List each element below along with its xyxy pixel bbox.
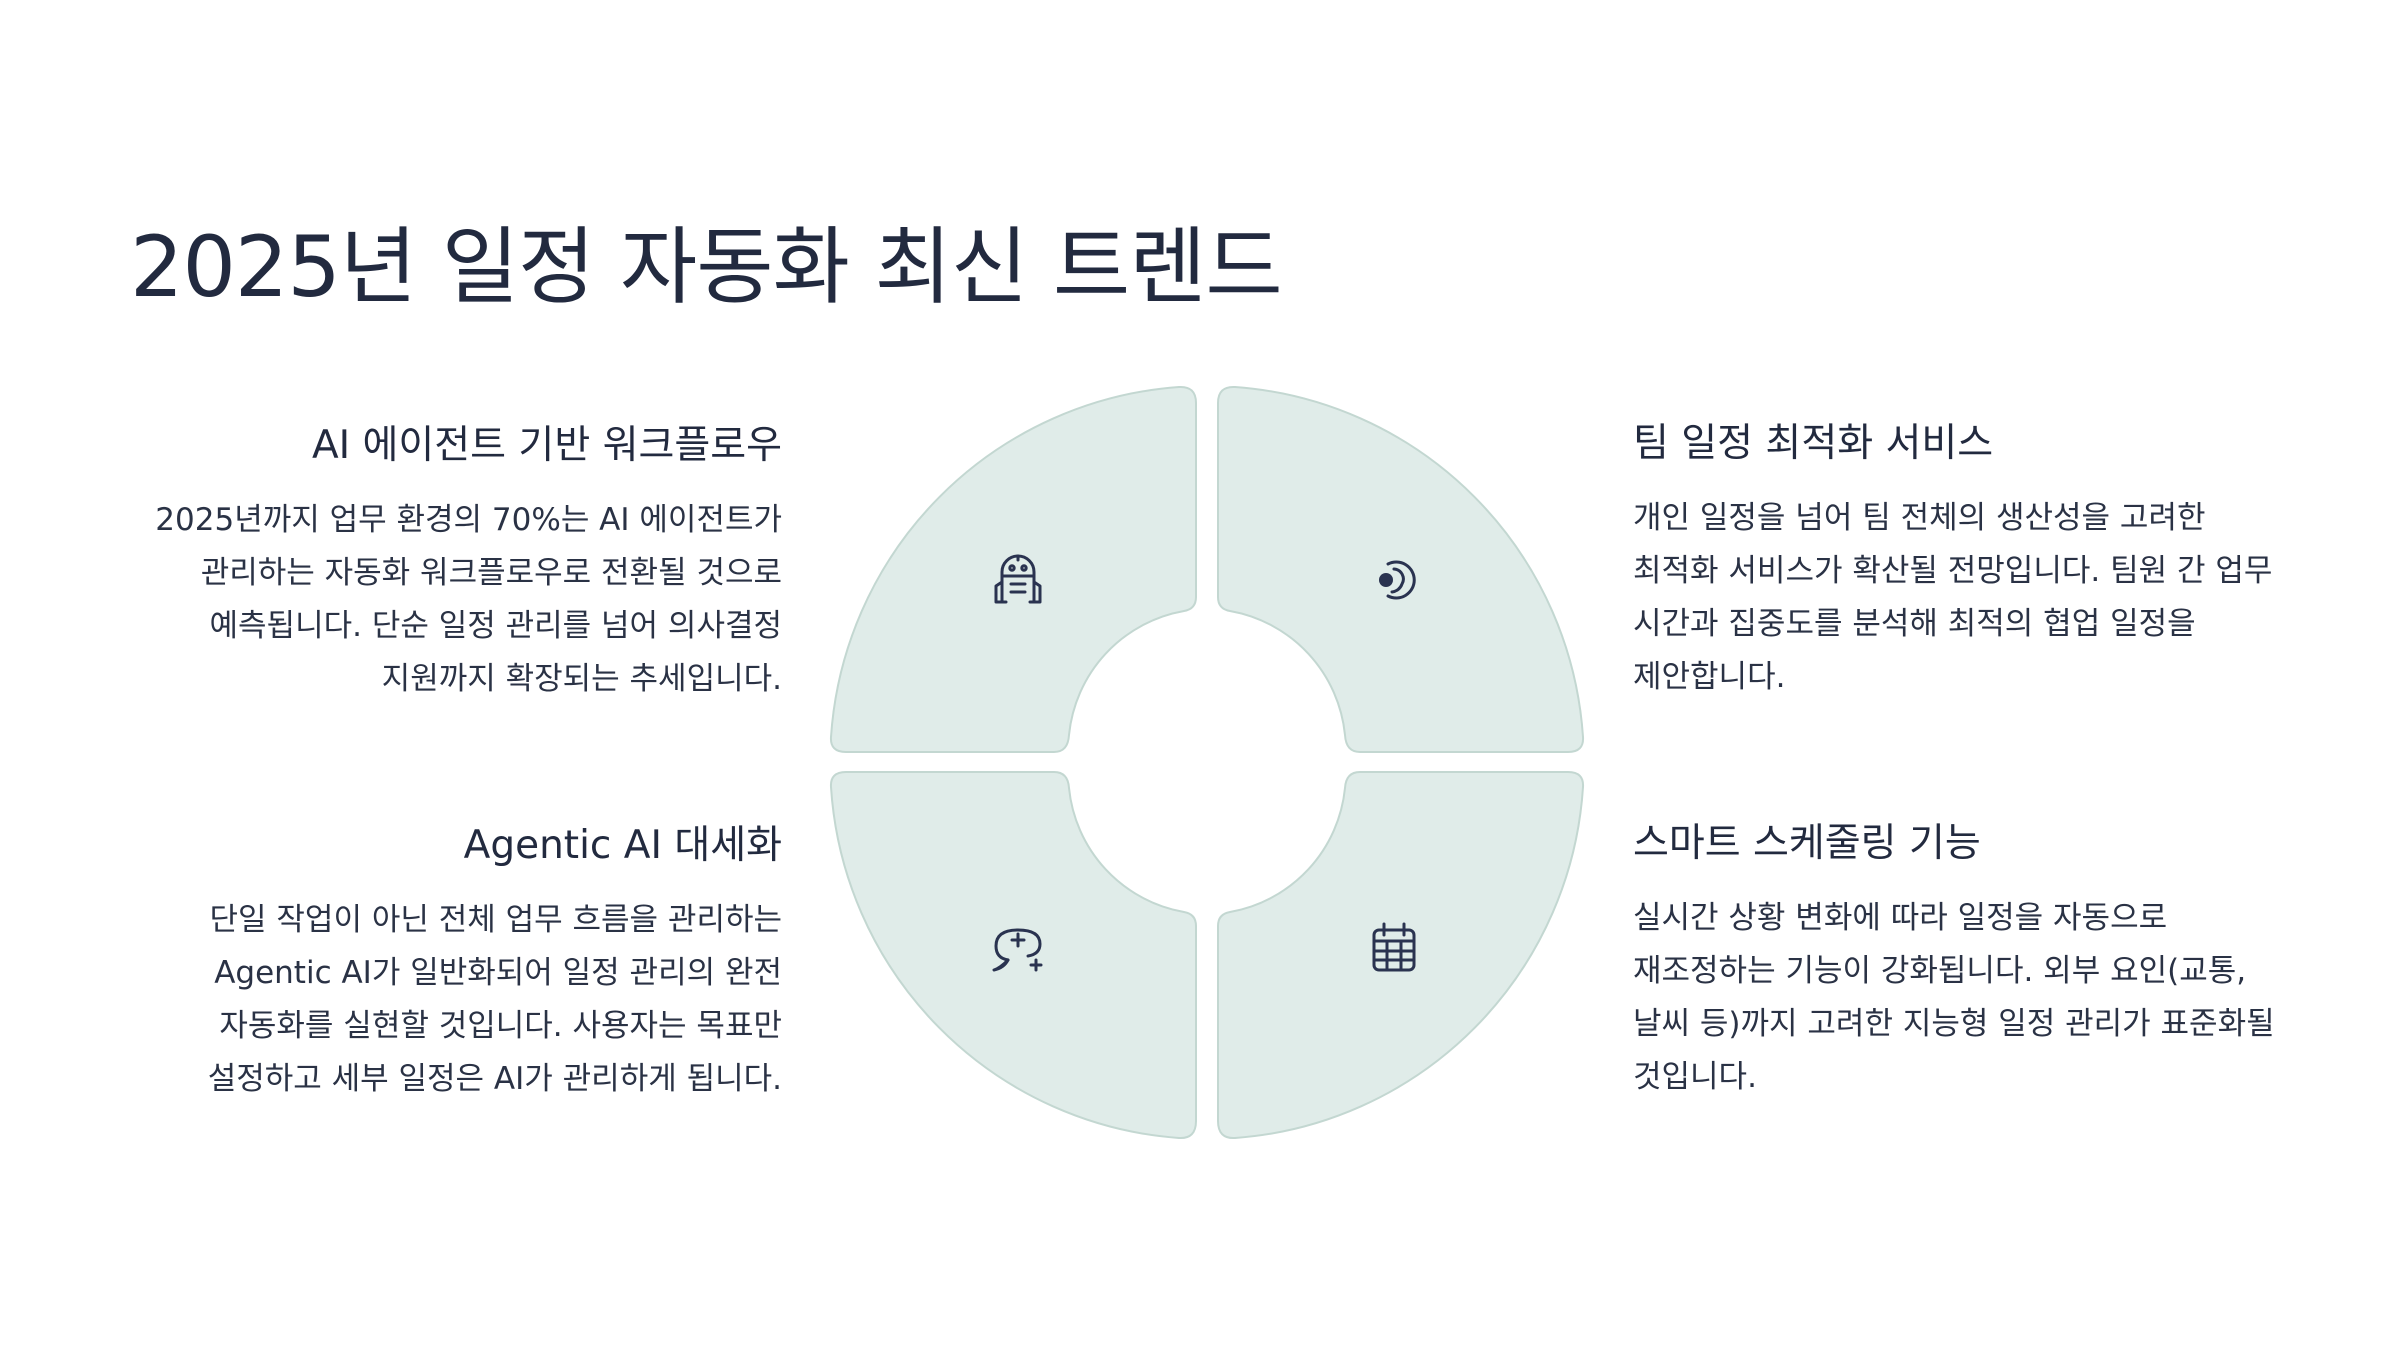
section-team-schedule-optimization: 팀 일정 최적화 서비스 개인 일정을 넘어 팀 전체의 생산성을 고려한 최적… — [1633, 418, 2278, 704]
segment-top-right — [1217, 385, 1585, 753]
calendar-icon — [1372, 922, 1416, 972]
ai-sparkle-chat-icon — [992, 928, 1043, 972]
section-body: 단일 작업이 아닌 전체 업무 흐름을 관리하는 Agentic AI가 일반화… — [207, 902, 782, 1097]
robot-icon — [994, 554, 1042, 604]
section-body: 개인 일정을 넘어 팀 전체의 생산성을 고려한 최적화 서비스가 확산될 전망… — [1633, 500, 2273, 695]
section-heading: 스마트 스케줄링 기능 — [1633, 821, 1981, 866]
page-title: 2025년 일정 자동화 최신 트렌드 — [130, 218, 1283, 316]
team-headphones-icon — [1379, 560, 1416, 600]
section-agentic-ai: Agentic AI 대세화 단일 작업이 아닌 전체 업무 흐름을 관리하는 … — [130, 820, 782, 1106]
section-body: 실시간 상황 변화에 따라 일정을 자동으로 재조정하는 기능이 강화됩니다. … — [1633, 900, 2275, 1095]
section-heading: 팀 일정 최적화 서비스 — [1633, 421, 1994, 466]
section-body: 2025년까지 업무 환경의 70%는 AI 에이전트가 관리하는 자동화 워크… — [155, 502, 782, 697]
section-heading: Agentic AI 대세화 — [463, 823, 782, 868]
section-ai-agent-workflow: AI 에이전트 기반 워크플로우 2025년까지 업무 환경의 70%는 AI … — [130, 420, 782, 706]
section-heading: AI 에이전트 기반 워크플로우 — [311, 423, 782, 468]
section-smart-scheduling: 스마트 스케줄링 기능 실시간 상황 변화에 따라 일정을 자동으로 재조정하는… — [1633, 818, 2278, 1104]
segment-bottom-left — [829, 771, 1197, 1140]
